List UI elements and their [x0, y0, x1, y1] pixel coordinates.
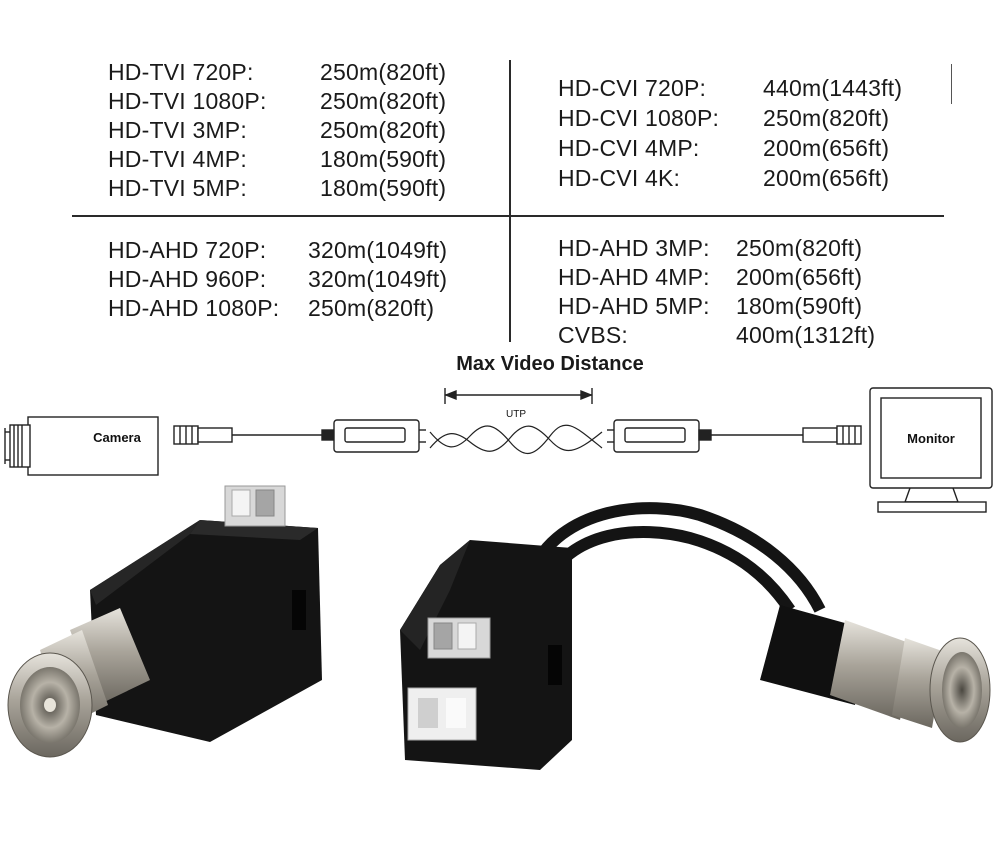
camera-label: Camera — [93, 430, 141, 445]
format-name: HD-AHD 960P: — [108, 266, 267, 292]
spec-row: HD-AHD 720P: 320m(1049ft) — [108, 236, 447, 265]
left-balun-photo — [7, 485, 322, 758]
format-distance: 200m(656ft) — [763, 165, 890, 191]
spec-row: HD-TVI 720P: 250m(820ft) — [108, 58, 446, 87]
spec-row: HD-TVI 4MP: 180m(590ft) — [108, 145, 446, 174]
format-distance: 400m(1312ft) — [736, 322, 876, 348]
spec-row: HD-CVI 4K: 200m(656ft) — [558, 163, 902, 193]
diagram-title: Max Video Distance — [456, 353, 644, 375]
product-illustration — [7, 485, 991, 770]
receiver-balun-icon — [607, 419, 712, 453]
monitor-label: Monitor — [907, 431, 955, 446]
spec-row: HD-CVI 4MP: 200m(656ft) — [558, 133, 902, 163]
cvi-distance-list: HD-CVI 720P: 440m(1443ft) HD-CVI 1080P: 25… — [558, 73, 902, 193]
monitor-icon — [869, 387, 993, 513]
tvi-distance-list: HD-TVI 720P: 250m(820ft) HD-TVI 1080P: 250… — [108, 58, 446, 203]
format-distance: 250m(820ft) — [320, 59, 447, 85]
ahd-low-distance-list: HD-AHD 720P: 320m(1049ft) HD-AHD 960P: 320… — [108, 236, 447, 323]
distance-arrow — [444, 388, 593, 404]
format-distance: 250m(820ft) — [763, 105, 890, 131]
format-distance: 180m(590ft) — [320, 146, 447, 172]
bnc-connector-icon — [7, 608, 150, 758]
terminal-block-icon — [224, 485, 286, 527]
table-vertical-divider — [509, 60, 511, 342]
format-name: HD-CVI 4MP: — [558, 135, 700, 161]
format-distance: 250m(820ft) — [308, 295, 435, 321]
format-distance: 200m(656ft) — [736, 264, 863, 290]
format-name: HD-AHD 4MP: — [558, 264, 710, 290]
spec-row: HD-AHD 3MP: 250m(820ft) — [558, 234, 875, 263]
format-distance: 250m(820ft) — [320, 88, 447, 114]
spec-row: HD-CVI 1080P: 250m(820ft) — [558, 103, 902, 133]
spec-row: CVBS: 400m(1312ft) — [558, 321, 875, 350]
format-distance: 250m(820ft) — [320, 117, 447, 143]
spec-row: HD-AHD 4MP: 200m(656ft) — [558, 263, 875, 292]
table-edge-mark — [951, 64, 952, 104]
format-name: HD-AHD 5MP: — [558, 293, 710, 319]
ahd-high-distance-list: HD-AHD 3MP: 250m(820ft) HD-AHD 4MP: 200m(6… — [558, 234, 875, 350]
format-name: HD-TVI 720P: — [108, 59, 254, 85]
table-horizontal-divider — [72, 215, 944, 217]
utp-cable-icon — [429, 424, 603, 454]
spec-row: HD-AHD 1080P: 250m(820ft) — [108, 294, 447, 323]
format-name: HD-TVI 3MP: — [108, 117, 247, 143]
spec-row: HD-AHD 960P: 320m(1049ft) — [108, 265, 447, 294]
format-distance: 320m(1049ft) — [308, 237, 448, 263]
format-name: HD-AHD 1080P: — [108, 295, 280, 321]
format-name: HD-TVI 4MP: — [108, 146, 247, 172]
format-name: HD-AHD 720P: — [108, 237, 267, 263]
right-balun-photo — [400, 502, 991, 770]
connection-diagram: Camera UTP Monitor — [4, 387, 993, 513]
format-distance: 180m(590ft) — [320, 175, 447, 201]
spec-row: HD-TVI 5MP: 180m(590ft) — [108, 174, 446, 203]
camera-icon — [4, 416, 159, 476]
format-name: HD-CVI 720P: — [558, 75, 707, 101]
camera-bnc-icon — [173, 425, 233, 445]
format-name: HD-TVI 1080P: — [108, 88, 267, 114]
format-distance: 180m(590ft) — [736, 293, 863, 319]
format-name: HD-AHD 3MP: — [558, 235, 710, 261]
format-name: CVBS: — [558, 322, 629, 348]
spec-row: HD-CVI 720P: 440m(1443ft) — [558, 73, 902, 103]
format-distance: 320m(1049ft) — [308, 266, 448, 292]
format-distance: 250m(820ft) — [736, 235, 863, 261]
terminal-block-icon — [427, 617, 491, 659]
format-distance: 440m(1443ft) — [763, 75, 903, 101]
monitor-bnc-icon — [802, 425, 862, 445]
format-name: HD-CVI 4K: — [558, 165, 681, 191]
spec-row: HD-TVI 3MP: 250m(820ft) — [108, 116, 446, 145]
format-name: HD-TVI 5MP: — [108, 175, 247, 201]
utp-label: UTP — [506, 409, 526, 420]
spec-row: HD-AHD 5MP: 180m(590ft) — [558, 292, 875, 321]
format-name: HD-CVI 1080P: — [558, 105, 720, 131]
transmitter-balun-icon — [321, 419, 426, 453]
spec-row: HD-TVI 1080P: 250m(820ft) — [108, 87, 446, 116]
bnc-connector-icon — [760, 605, 991, 743]
format-distance: 200m(656ft) — [763, 135, 890, 161]
